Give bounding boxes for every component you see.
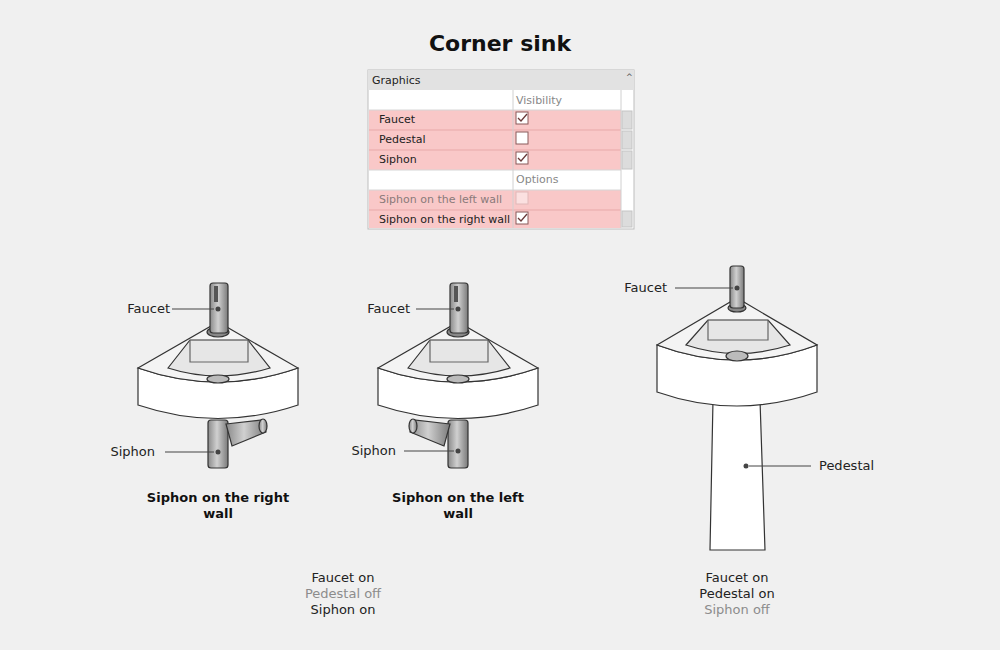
parameter-name: Pedestal (379, 133, 426, 147)
properties-panel: ^ (368, 70, 634, 229)
part-label: Faucet (367, 301, 410, 317)
part-label: Siphon (110, 444, 155, 460)
state-note: Siphon on (311, 602, 376, 618)
part-label: Faucet (127, 301, 170, 317)
state-note: Pedestal on (699, 586, 774, 602)
svg-text:^: ^ (626, 73, 633, 82)
part-label: Pedestal (819, 458, 874, 474)
panel-section: Options (516, 173, 558, 187)
variant-caption: Siphon on the left wall (383, 490, 533, 523)
title: Corner sink (429, 30, 571, 58)
parameter-name-disabled: Siphon on the left wall (379, 193, 502, 207)
panel-header: Graphics (372, 74, 421, 88)
part-label: Siphon (351, 443, 396, 459)
state-note: Faucet on (311, 570, 374, 586)
parameter-name: Faucet (379, 113, 415, 127)
panel-section: Visibility (516, 94, 562, 108)
parameter-name: Siphon (379, 153, 417, 167)
variant-caption: Siphon on the right wall (143, 490, 293, 523)
state-note-off: Siphon off (704, 602, 770, 618)
state-note: Faucet on (705, 570, 768, 586)
parameter-name: Siphon on the right wall (379, 213, 510, 227)
state-note-off: Pedestal off (305, 586, 381, 602)
sink-pedestal (657, 266, 817, 550)
part-label: Faucet (624, 280, 667, 296)
